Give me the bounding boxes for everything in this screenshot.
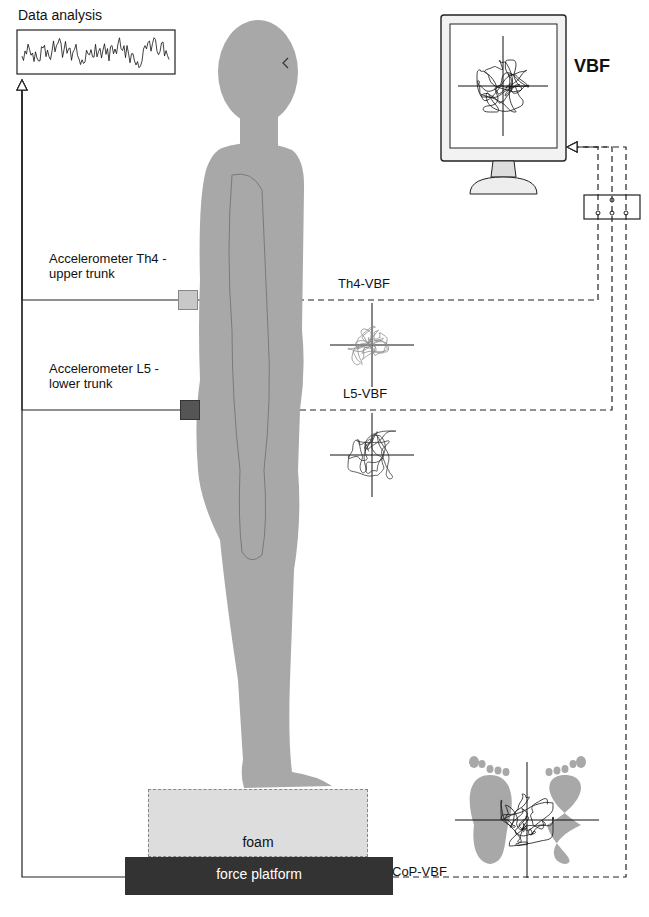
toe — [469, 756, 479, 768]
monitor: VBF — [440, 12, 567, 197]
node-text: Accelerometer L5 - lower trunk — [49, 361, 175, 391]
arm — [229, 174, 269, 560]
signal-line — [22, 80, 125, 877]
crosshair — [330, 303, 414, 387]
toe — [554, 767, 561, 775]
sway-trace — [501, 794, 553, 846]
node-text: VBF — [574, 56, 610, 76]
monitor-symbol — [440, 12, 567, 197]
monitor-screen — [450, 24, 557, 148]
data-analysis-box: Data analysis — [16, 8, 178, 80]
plot-label: Th4-VBF — [338, 276, 390, 291]
toe — [570, 760, 577, 768]
toe — [479, 760, 486, 768]
eye — [283, 58, 288, 68]
sway-trace — [348, 431, 396, 479]
toe — [495, 767, 502, 775]
signal-trace — [22, 38, 169, 68]
crosshair — [330, 413, 414, 497]
force-platform: force platform — [125, 857, 393, 895]
signal-line — [22, 80, 180, 410]
body — [196, 142, 332, 788]
node-text: foam — [149, 835, 367, 850]
signal-box — [17, 30, 175, 74]
accelerometer: Accelerometer L5 - lower trunk — [180, 400, 200, 420]
signal-line — [22, 80, 178, 300]
foam-pad: foam — [148, 789, 368, 857]
toe — [576, 756, 586, 768]
toe — [562, 765, 569, 773]
toe — [546, 768, 553, 776]
node-text: force platform — [125, 867, 393, 882]
toe — [487, 765, 494, 773]
sway-plots — [330, 303, 599, 878]
sway-trace — [348, 326, 389, 365]
node-text: Accelerometer Th4 - upper trunk — [49, 251, 175, 281]
crosshair — [455, 762, 599, 878]
accelerometer: Accelerometer Th4 - upper trunk — [178, 290, 198, 310]
head — [218, 20, 298, 124]
crosshair — [458, 36, 548, 136]
plot-label: L5-VBF — [343, 386, 387, 401]
sway-trace — [477, 60, 529, 112]
monitor-bezel — [441, 15, 566, 161]
monitor-neck — [491, 161, 516, 177]
node-text: Data analysis — [18, 8, 102, 23]
feedback-line — [393, 147, 626, 877]
plot-label: CoP-VBF — [392, 864, 447, 879]
toe — [503, 768, 510, 776]
monitor-base — [470, 177, 537, 194]
